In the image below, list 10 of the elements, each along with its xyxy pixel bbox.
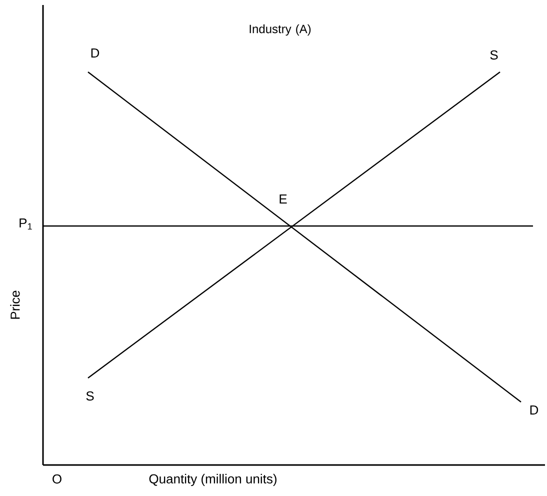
curve-label: D — [91, 48, 100, 58]
axis-label: Quantity (million units) — [149, 474, 276, 486]
price-label: P$_{1}$ — [20, 218, 32, 230]
origin-label: O — [52, 474, 62, 484]
point-label: E — [280, 194, 287, 204]
axis-label: Price — [10, 290, 20, 319]
curve-label: S — [86, 391, 94, 401]
chart-title: Industry (A) — [250, 24, 311, 36]
curve-label: S — [490, 50, 498, 60]
curve-label: D — [530, 406, 538, 414]
